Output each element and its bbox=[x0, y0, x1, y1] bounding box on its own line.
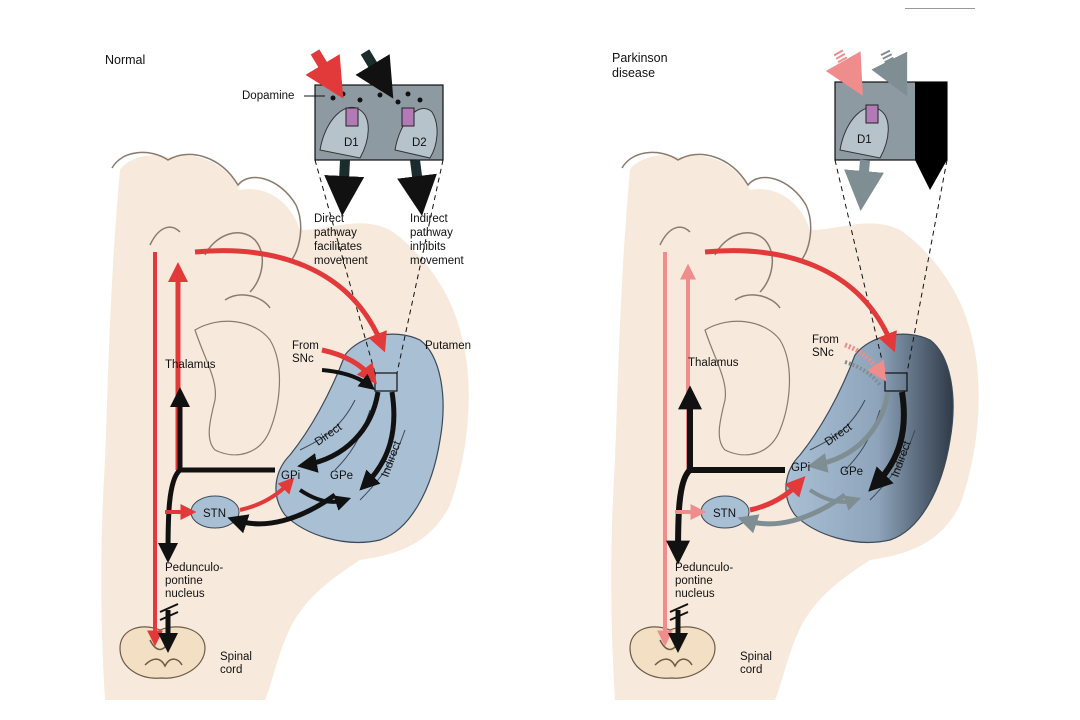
snc-input-red-arrow bbox=[305, 49, 344, 99]
indirect-caption-line4: movement bbox=[410, 255, 464, 267]
stn-label: STN bbox=[203, 508, 226, 520]
snc-input-faded-gray bbox=[871, 49, 908, 97]
ppn-label-pd-line2: pontine bbox=[675, 575, 713, 587]
brain-tissue bbox=[101, 155, 469, 700]
cortex-to-putamen-arrow-pd bbox=[704, 248, 897, 353]
thalamus-label: Thalamus bbox=[165, 359, 216, 371]
ventricle-outline bbox=[194, 320, 280, 456]
gpi-to-ppn-arrow bbox=[158, 468, 182, 563]
ppn-label-pd-line3: nucleus bbox=[675, 588, 715, 600]
gp-border-pd bbox=[809, 399, 866, 451]
spinal-label-pd-line2: cord bbox=[740, 664, 762, 676]
dopamine-synapse-inset-pd bbox=[834, 81, 948, 190]
snc-input-dark-arrow bbox=[355, 49, 394, 99]
cortex-outline-pd bbox=[621, 151, 812, 309]
brain-tissue-pd bbox=[611, 155, 979, 700]
putamen-shape bbox=[275, 333, 444, 543]
direct-to-gpi-faded bbox=[807, 391, 891, 473]
from-snc-label-pd-line2: SNc bbox=[812, 347, 834, 359]
direct-caption-line4: movement bbox=[314, 255, 368, 267]
spinal-cord-section-pd bbox=[629, 626, 716, 679]
indirect-to-gpe-arrow bbox=[359, 391, 397, 491]
gpe-border-pd bbox=[844, 409, 881, 471]
d2-blocked-region bbox=[915, 82, 947, 190]
ppn-label-line3: nucleus bbox=[165, 588, 205, 600]
putamen-shape-pd bbox=[785, 333, 954, 543]
from-snc-label-pd-line1: From bbox=[812, 334, 839, 346]
cortex-to-putamen-arrow bbox=[194, 248, 387, 353]
stn-to-gpi-strong bbox=[749, 476, 806, 513]
gpe-label: GPe bbox=[330, 470, 353, 482]
snc-indirect-faded bbox=[844, 360, 882, 387]
d1-output-arrow bbox=[324, 159, 365, 216]
direct-caption-line1: Direct bbox=[314, 213, 345, 225]
thalamus-label-pd: Thalamus bbox=[688, 357, 739, 369]
stn-to-gpi-arrow bbox=[239, 477, 295, 512]
parkinson-panel: Parkinson disease D1 bbox=[611, 49, 979, 700]
snc-direct-faded bbox=[844, 342, 887, 382]
snc-input-faded-red bbox=[825, 49, 863, 96]
snc-indirect-arrow bbox=[321, 368, 375, 390]
d2-receptor bbox=[401, 107, 415, 127]
spinal-label-pd-line1: Spinal bbox=[740, 651, 772, 663]
zoom-line-right bbox=[396, 159, 444, 374]
gpe-label-pd: GPe bbox=[840, 466, 863, 478]
zoom-line-left-pd bbox=[834, 159, 886, 374]
gpi-to-ppn-strong bbox=[666, 467, 693, 565]
direct-caption-line2: pathway bbox=[314, 227, 357, 239]
indirect-pathway-caption: Indirect pathway inhibits movement bbox=[410, 213, 464, 267]
parkinson-title-line1: Parkinson bbox=[612, 51, 668, 65]
stn-label-pd: STN bbox=[713, 508, 736, 520]
from-snc-label-line1: From bbox=[292, 340, 319, 352]
gpi-label-pd: GPi bbox=[791, 462, 810, 474]
zoom-line-left bbox=[314, 159, 376, 374]
ppn-label-pd-line1: Pedunculo- bbox=[675, 562, 733, 574]
direct-to-gpi-arrow bbox=[297, 391, 381, 473]
gpe-to-gpi-arrow bbox=[298, 488, 352, 511]
putamen-border bbox=[359, 429, 406, 501]
indirect-caption-line1: Indirect bbox=[410, 213, 449, 225]
parkinson-title-line2: disease bbox=[612, 66, 655, 80]
d1-label: D1 bbox=[344, 137, 359, 149]
from-snc-label-line2: SNc bbox=[292, 353, 314, 365]
direct-caption-line3: facilitates bbox=[314, 241, 362, 253]
putamen-border-pd bbox=[869, 429, 916, 501]
spinal-label-line1: Spinal bbox=[220, 651, 252, 663]
putamen-label: Putamen bbox=[425, 340, 471, 352]
d1-label-pd: D1 bbox=[857, 134, 872, 146]
ppn-label-line2: pontine bbox=[165, 575, 203, 587]
cortex-outline bbox=[111, 151, 302, 309]
ppn-break-mark-pd bbox=[669, 603, 689, 621]
top-rule bbox=[905, 8, 975, 9]
ppn-break-mark bbox=[159, 603, 179, 621]
indirect-caption-line2: pathway bbox=[410, 227, 453, 239]
d1-receptor bbox=[345, 107, 359, 127]
inset-marker-box-pd bbox=[884, 372, 908, 392]
normal-panel: Normal D1 D2 bbox=[101, 49, 471, 700]
ppn-label-line1: Pedunculo- bbox=[165, 562, 223, 574]
ventricle-outline-pd bbox=[704, 320, 790, 456]
gpi-label: GPi bbox=[281, 470, 300, 482]
gp-border bbox=[299, 399, 356, 451]
spinal-cord-section bbox=[119, 626, 206, 679]
dopamine-label: Dopamine bbox=[242, 90, 294, 102]
d2-output-arrow bbox=[397, 159, 437, 216]
gpe-border bbox=[334, 409, 371, 471]
indirect-caption-line3: inhibits bbox=[410, 241, 446, 253]
indirect-to-gpe-strong bbox=[868, 391, 907, 492]
d1-output-faded bbox=[844, 159, 884, 211]
d1-receptor-pd bbox=[865, 104, 879, 124]
gpe-to-gpi-faded bbox=[808, 488, 862, 511]
d2-label: D2 bbox=[412, 137, 427, 149]
direct-pathway-caption: Direct pathway facilitates movement bbox=[314, 213, 368, 267]
zoom-line-right-pd bbox=[906, 159, 948, 374]
spinal-label-line2: cord bbox=[220, 664, 242, 676]
normal-title: Normal bbox=[105, 53, 145, 67]
